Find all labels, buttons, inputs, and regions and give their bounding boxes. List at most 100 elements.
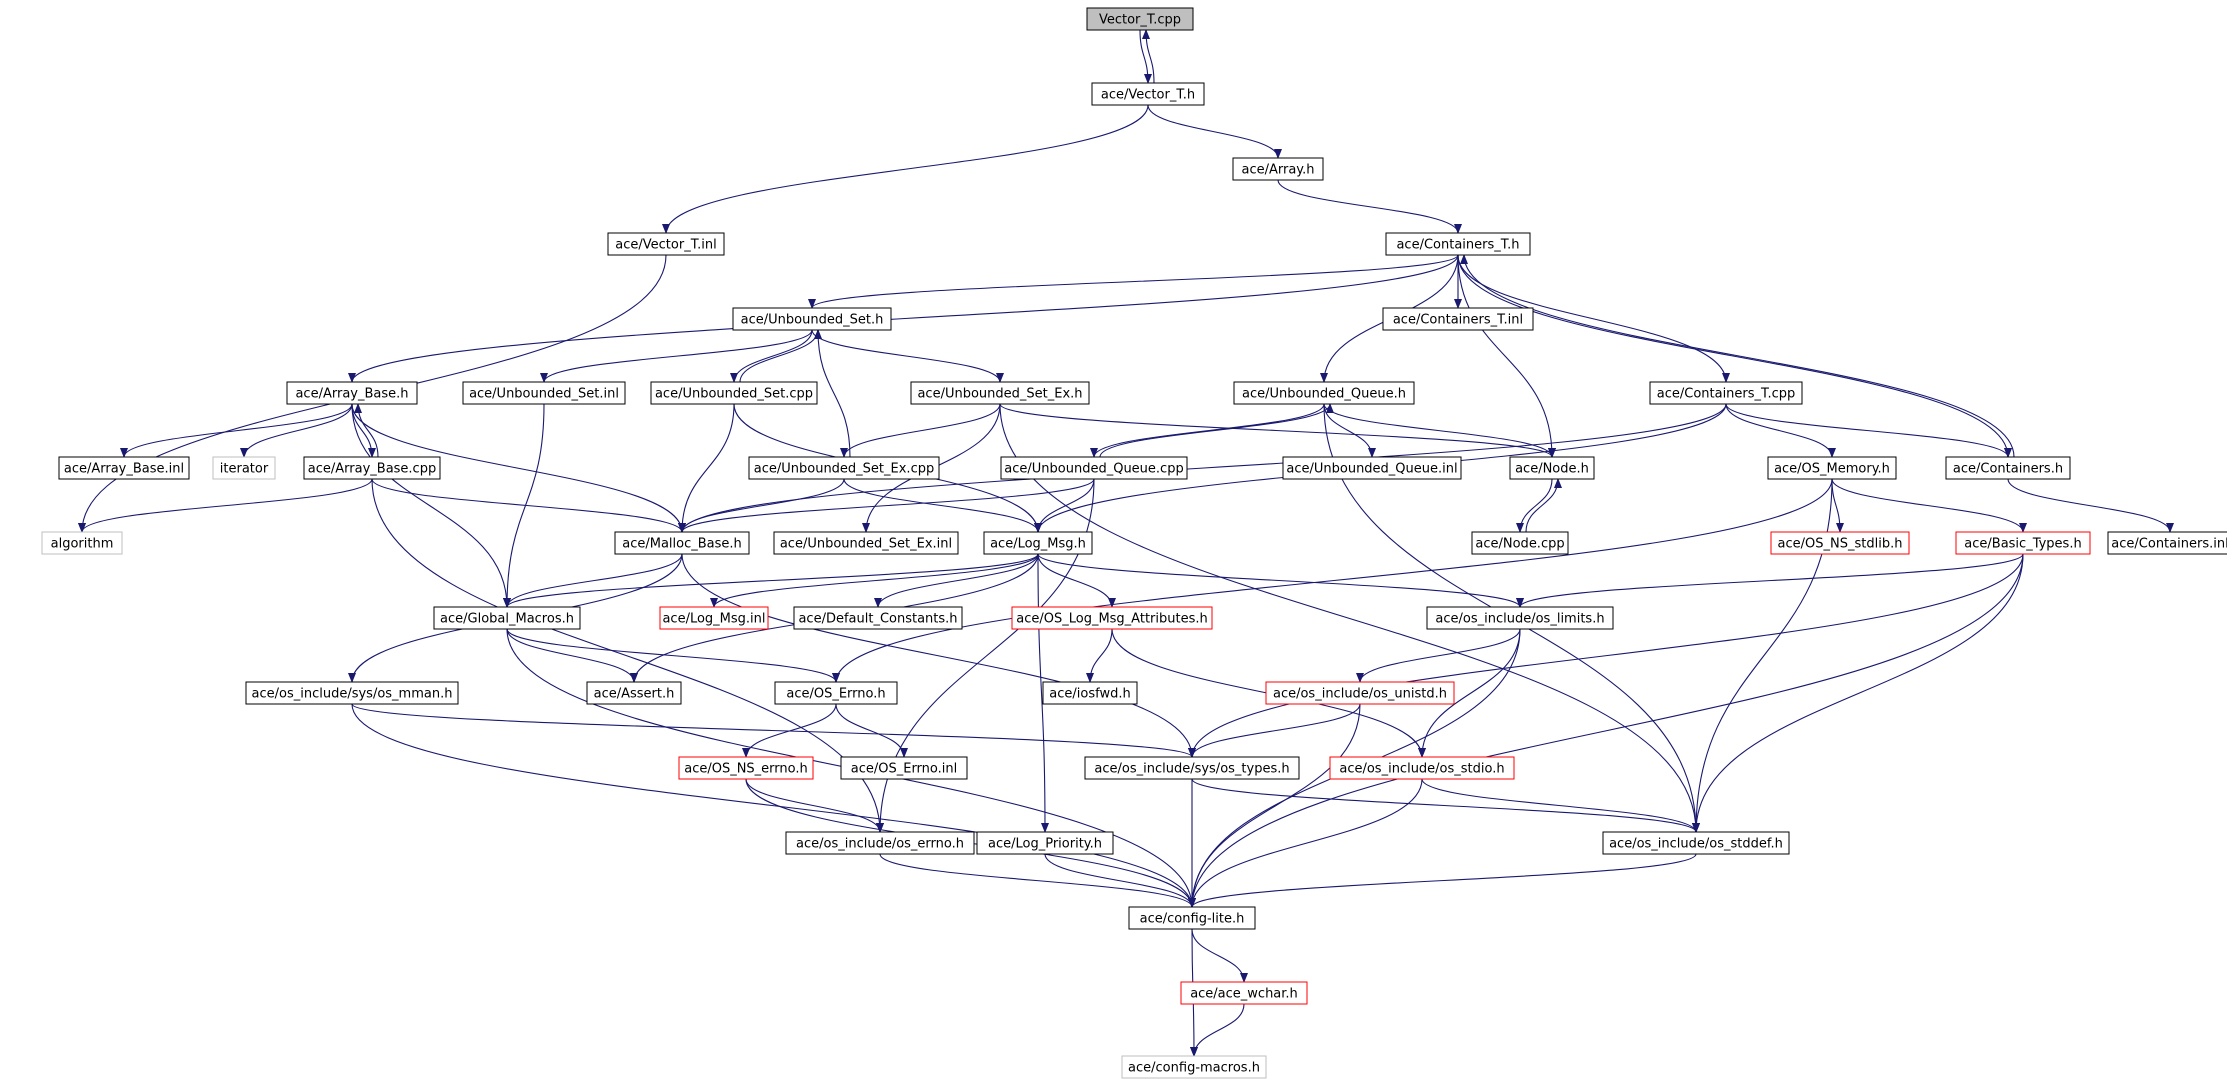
node-label: ace/Log_Msg.h: [990, 537, 1086, 552]
node-malloc-base-h[interactable]: ace/Malloc_Base.h: [614, 531, 750, 555]
node-containers-inl[interactable]: ace/Containers.inl: [2107, 531, 2227, 555]
node-os-limits-h[interactable]: ace/os_include/os_limits.h: [1426, 606, 1614, 630]
node-os-unistd-h[interactable]: ace/os_include/os_unistd.h: [1265, 681, 1455, 705]
node-label: algorithm: [51, 537, 114, 552]
node-box: [2107, 531, 2227, 555]
node-array-base-cpp[interactable]: ace/Array_Base.cpp: [303, 456, 441, 480]
node-config-macros-h[interactable]: ace/config-macros.h: [1121, 1055, 1267, 1079]
node-unbounded-queue-cpp[interactable]: ace/Unbounded_Queue.cpp: [1000, 456, 1188, 480]
node-label: ace/Containers.h: [1953, 462, 2063, 477]
edge-containers_t_h-to-containers_h: [1457, 254, 2012, 458]
node-assert-h[interactable]: ace/Assert.h: [586, 681, 682, 705]
node-os-ns-stdlib-h[interactable]: ace/OS_NS_stdlib.h: [1770, 531, 1910, 555]
edge-os_mman_h-to-config_lite_h: [351, 703, 1196, 908]
edge-vector_t_h-to-vector_t_cpp: [1142, 29, 1155, 84]
node-box: [1086, 7, 1194, 31]
edge-vector_t_cpp-to-vector_t_h: [1139, 29, 1152, 84]
node-log-priority-h[interactable]: ace/Log_Priority.h: [976, 831, 1114, 855]
node-unbounded-queue-h[interactable]: ace/Unbounded_Queue.h: [1233, 381, 1415, 405]
node-box: [983, 531, 1093, 555]
edge-os_include_errno_h-to-config_lite_h: [879, 853, 1196, 908]
node-box: [1282, 456, 1462, 480]
edge-node_h-to-node_cpp: [1516, 478, 1553, 533]
edge-global_macros_h-to-os_errno_h_ace: [506, 628, 840, 683]
edge-ace_wchar_h-to-config_macros_h: [1190, 1003, 1245, 1057]
node-box: [1011, 606, 1213, 630]
node-containers-t-inl[interactable]: ace/Containers_T.inl: [1382, 307, 1534, 331]
node-box: [1426, 606, 1614, 630]
node-label: ace/Unbounded_Set_Ex.h: [917, 387, 1082, 402]
edge-unbounded_set_cpp-to-malloc_base_h: [678, 403, 735, 533]
edge-unbounded_queue_cpp-to-unbounded_queue_h: [1099, 403, 1334, 458]
edge-os_errno_h_ace-to-os_errno_inl: [835, 703, 908, 758]
edge-unbounded_set_ex_h-to-node_h: [999, 403, 1556, 458]
edge-vector_t_h-to-vector_t_inl: [662, 104, 1149, 234]
node-os-types-h[interactable]: ace/os_include/sys/os_types.h: [1084, 756, 1300, 780]
node-containers-h[interactable]: ace/Containers.h: [1945, 456, 2071, 480]
edge-unbounded_set_ex_cpp-to-log_msg_h: [843, 478, 1042, 533]
node-os-ns-errno-h[interactable]: ace/OS_NS_errno.h: [678, 756, 814, 780]
node-array-h[interactable]: ace/Array.h: [1232, 157, 1324, 181]
node-box: [1945, 456, 2071, 480]
node-box: [1000, 456, 1188, 480]
node-iterator[interactable]: iterator: [212, 456, 276, 480]
edge-os_memory_h-to-os_errno_h_ace: [832, 478, 1833, 683]
edge-os_unistd_h-to-config_lite_h: [1188, 703, 1361, 908]
node-config-lite-h[interactable]: ace/config-lite.h: [1128, 906, 1256, 930]
edge-os_stdio_h-to-config_lite_h: [1188, 778, 1423, 908]
node-label: ace/Array_Base.inl: [64, 462, 184, 477]
node-array-base-h[interactable]: ace/Array_Base.h: [286, 381, 418, 405]
edge-unbounded_set_ex_cpp-to-malloc_base_h: [678, 478, 845, 533]
node-unbounded-set-h[interactable]: ace/Unbounded_Set.h: [732, 307, 892, 331]
node-os-errno-inl[interactable]: ace/OS_Errno.inl: [840, 756, 968, 780]
node-label: ace/Malloc_Base.h: [622, 537, 742, 552]
node-global-macros-h[interactable]: ace/Global_Macros.h: [433, 606, 581, 630]
node-box: [303, 456, 441, 480]
node-label: ace/Unbounded_Queue.h: [1242, 387, 1406, 402]
node-box: [1042, 681, 1138, 705]
node-log-msg-h[interactable]: ace/Log_Msg.h: [983, 531, 1093, 555]
node-log-msg-inl[interactable]: ace/Log_Msg.inl: [659, 606, 769, 630]
edge-os_stdio_h-to-os_stddef_h: [1421, 778, 1700, 833]
edge-os_ns_errno_h-to-os_include_errno_h: [745, 778, 884, 833]
node-label: ace/OS_Memory.h: [1774, 462, 1890, 477]
node-label: ace/Unbounded_Set.h: [741, 313, 884, 328]
node-unbounded-set-inl[interactable]: ace/Unbounded_Set.inl: [462, 381, 626, 405]
node-containers-t-h[interactable]: ace/Containers_T.h: [1385, 232, 1531, 256]
node-basic-types-h[interactable]: ace/Basic_Types.h: [1955, 531, 2091, 555]
node-label: ace/Unbounded_Queue.inl: [1286, 462, 1457, 477]
node-label: ace/os_include/os_unistd.h: [1273, 687, 1447, 702]
node-iosfwd-h[interactable]: ace/iosfwd.h: [1042, 681, 1138, 705]
node-unbounded-set-ex-cpp[interactable]: ace/Unbounded_Set_Ex.cpp: [748, 456, 940, 480]
node-containers-t-cpp[interactable]: ace/Containers_T.cpp: [1649, 381, 1803, 405]
node-box: [748, 456, 940, 480]
node-vector-t-inl[interactable]: ace/Vector_T.inl: [607, 232, 725, 256]
node-default-constants-h[interactable]: ace/Default_Constants.h: [793, 606, 963, 630]
node-box: [910, 381, 1090, 405]
node-unbounded-queue-inl[interactable]: ace/Unbounded_Queue.inl: [1282, 456, 1462, 480]
node-os-stddef-h[interactable]: ace/os_include/os_stddef.h: [1602, 831, 1790, 855]
edge-basic_types_h-to-os_limits_h: [1516, 553, 2024, 608]
node-os-stdio-h[interactable]: ace/os_include/os_stdio.h: [1329, 756, 1515, 780]
node-vector-t-h[interactable]: ace/Vector_T.h: [1091, 82, 1205, 106]
node-os-log-msg-attributes-h[interactable]: ace/OS_Log_Msg_Attributes.h: [1011, 606, 1213, 630]
node-os-mman-h[interactable]: ace/os_include/sys/os_mman.h: [245, 681, 459, 705]
node-ace-wchar-h[interactable]: ace/ace_wchar.h: [1180, 981, 1308, 1005]
edge-basic_types_h-to-os_types_h: [1188, 553, 2024, 758]
node-label: ace/Unbounded_Set_Ex.cpp: [754, 462, 934, 477]
edge-containers_t_h-to-node_h: [1457, 254, 1556, 458]
node-os-memory-h[interactable]: ace/OS_Memory.h: [1767, 456, 1897, 480]
node-unbounded-set-ex-inl[interactable]: ace/Unbounded_Set_Ex.inl: [773, 531, 959, 555]
node-unbounded-set-ex-h[interactable]: ace/Unbounded_Set_Ex.h: [910, 381, 1090, 405]
node-box: [1770, 531, 1910, 555]
node-vector-t-cpp[interactable]: Vector_T.cpp: [1086, 7, 1194, 31]
node-array-base-inl[interactable]: ace/Array_Base.inl: [58, 456, 190, 480]
node-os-include-errno-h[interactable]: ace/os_include/os_errno.h: [785, 831, 975, 855]
node-label: ace/iosfwd.h: [1049, 687, 1130, 702]
node-node-cpp[interactable]: ace/Node.cpp: [1471, 531, 1569, 555]
node-algorithm[interactable]: algorithm: [41, 531, 123, 555]
node-unbounded-set-cpp[interactable]: ace/Unbounded_Set.cpp: [650, 381, 818, 405]
node-node-h[interactable]: ace/Node.h: [1509, 456, 1595, 480]
node-os-errno-h-ace[interactable]: ace/OS_Errno.h: [774, 681, 898, 705]
node-label: ace/Default_Constants.h: [798, 612, 957, 627]
